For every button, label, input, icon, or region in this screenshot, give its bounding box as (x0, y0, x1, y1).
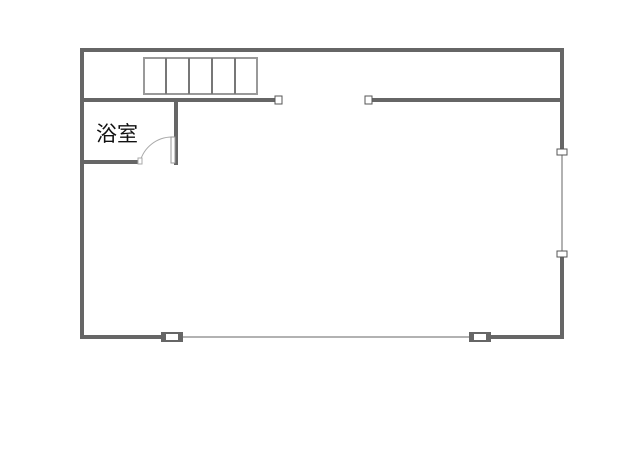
opening-end-right (364, 95, 373, 105)
door-jamb (137, 157, 143, 165)
room-label-bathroom: 浴室 (96, 122, 138, 146)
stairs (143, 57, 258, 95)
window-bottom-end-right-inner (474, 334, 486, 340)
window-bottom-end-left-inner (166, 334, 178, 340)
window-right-end-top (556, 148, 568, 156)
door-leaf[interactable] (170, 136, 176, 164)
window-right-end-bottom (556, 250, 568, 258)
opening-end-left (274, 95, 283, 105)
door-swing-arc (139, 136, 173, 163)
